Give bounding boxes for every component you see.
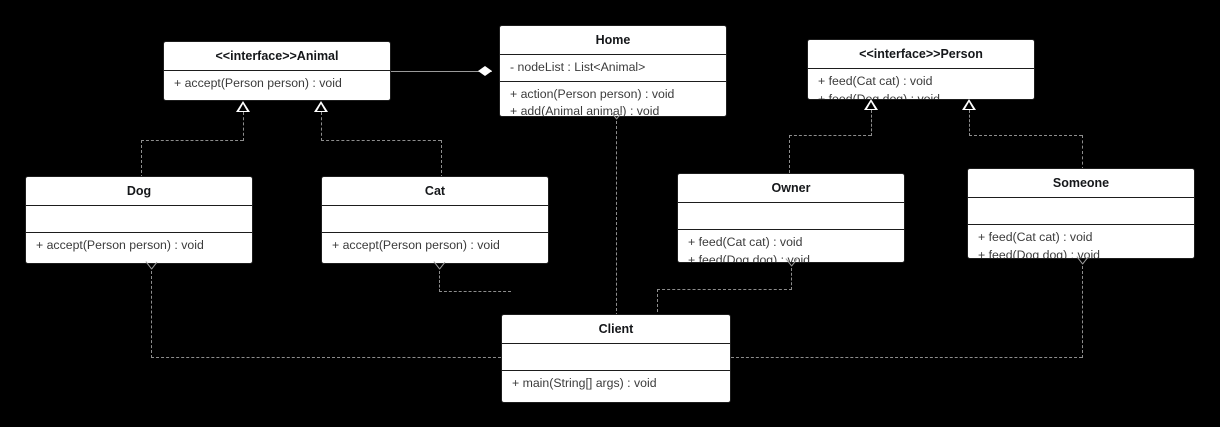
- edge-home-animal-aggregation: [391, 71, 492, 72]
- class-name-client: Client: [598, 322, 634, 336]
- class-methods-client: + main(String[] args) : void: [502, 371, 730, 396]
- class-member: + feed(Dog dog) : void: [688, 252, 811, 263]
- class-name-cat: Cat: [424, 184, 446, 198]
- class-member: + add(Animal animal) : void: [510, 104, 660, 117]
- class-member: + accept(Person person) : void: [332, 238, 500, 253]
- edge-cat-animal-h: [321, 140, 441, 141]
- class-attributes-owner: [678, 203, 904, 229]
- edge-someone-person-h: [969, 135, 1082, 136]
- class-member: + feed(Cat cat) : void: [818, 74, 933, 89]
- class-methods-dog: + accept(Person person) : void: [26, 233, 252, 258]
- edge-owner-person-v-up: [871, 110, 872, 136]
- edge-client-owner-h: [657, 289, 792, 290]
- class-methods-cat: + accept(Person person) : void: [322, 233, 548, 258]
- class-attributes-cat: [322, 206, 548, 232]
- class-methods-animal: + accept(Person person) : void: [164, 71, 390, 96]
- class-member: + feed(Cat cat) : void: [978, 230, 1093, 245]
- class-member: + feed(Dog dog) : void: [818, 91, 941, 100]
- class-member: + feed(Cat cat) : void: [688, 235, 803, 250]
- class-name-someone: Someone: [1052, 176, 1110, 190]
- edge-client-someone-v: [1082, 266, 1083, 358]
- edge-cat-animal-v-up: [321, 112, 322, 141]
- edge-client-cat-h: [439, 291, 511, 292]
- class-divider: [500, 80, 726, 82]
- class-member: + accept(Person person) : void: [36, 238, 204, 253]
- class-box-home[interactable]: Home - nodeList : List<Animal> + action(…: [499, 25, 727, 117]
- edge-client-owner-v-up: [791, 268, 792, 290]
- edge-owner-person-h: [789, 135, 871, 136]
- edge-client-someone-h: [731, 357, 1082, 358]
- class-divider: [26, 232, 252, 234]
- class-member: + feed(Dog dog) : void: [978, 247, 1101, 259]
- class-attributes-home: - nodeList : List<Animal>: [500, 55, 726, 80]
- class-divider: [968, 197, 1194, 199]
- edge-client-dog-h: [151, 357, 506, 358]
- edge-client-dog-v: [151, 271, 152, 358]
- class-attributes-dog: [26, 206, 252, 232]
- realization-arrowhead-someone-person: [962, 99, 976, 110]
- class-name-owner: Owner: [771, 181, 811, 195]
- class-box-someone[interactable]: Someone + feed(Cat cat) : void + feed(Do…: [967, 168, 1195, 259]
- class-divider: [502, 343, 730, 345]
- class-divider: [500, 54, 726, 56]
- realization-arrowhead-dog-animal: [236, 101, 250, 112]
- class-box-client[interactable]: Client + main(String[] args) : void: [501, 314, 731, 403]
- class-box-owner[interactable]: Owner + feed(Cat cat) : void + feed(Dog …: [677, 173, 905, 263]
- class-divider: [808, 68, 1034, 70]
- edge-client-cat-v: [439, 271, 440, 292]
- class-methods-someone: + feed(Cat cat) : void + feed(Dog dog) :…: [968, 225, 1194, 259]
- class-divider: [322, 205, 548, 207]
- class-divider: [968, 224, 1194, 226]
- class-member: - nodeList : List<Animal>: [510, 60, 646, 75]
- class-name-home: Home: [595, 33, 631, 47]
- class-attributes-someone: [968, 198, 1194, 224]
- class-methods-owner: + feed(Cat cat) : void + feed(Dog dog) :…: [678, 230, 904, 263]
- class-member: + accept(Person person) : void: [174, 76, 342, 91]
- edge-owner-person-v-left: [789, 135, 790, 173]
- class-methods-person: + feed(Cat cat) : void + feed(Dog dog) :…: [808, 69, 1034, 100]
- class-divider: [26, 205, 252, 207]
- class-divider: [322, 232, 548, 234]
- class-attributes-client: [502, 344, 730, 370]
- edge-dog-animal-v-left: [141, 140, 142, 178]
- class-box-cat[interactable]: Cat + accept(Person person) : void: [321, 176, 549, 264]
- class-name-person: <<interface>>Person: [859, 47, 983, 61]
- class-name-dog: Dog: [126, 184, 152, 198]
- class-box-person[interactable]: <<interface>>Person + feed(Cat cat) : vo…: [807, 39, 1035, 100]
- class-methods-home: + action(Person person) : void + add(Ani…: [500, 82, 726, 117]
- class-divider: [678, 202, 904, 204]
- edge-cat-animal-v-right: [441, 140, 442, 178]
- class-member: + main(String[] args) : void: [512, 376, 657, 391]
- aggregation-diamond-home: [478, 66, 492, 76]
- realization-arrowhead-owner-person: [864, 99, 878, 110]
- class-member: + action(Person person) : void: [510, 86, 675, 101]
- class-divider: [502, 370, 730, 372]
- class-box-dog[interactable]: Dog + accept(Person person) : void: [25, 176, 253, 264]
- edge-dog-animal-h: [141, 140, 243, 141]
- class-divider: [164, 70, 390, 72]
- edge-client-owner-v-left: [657, 289, 658, 317]
- realization-arrowhead-cat-animal: [314, 101, 328, 112]
- class-name-animal: <<interface>>Animal: [215, 49, 339, 63]
- edge-someone-person-v-right: [1082, 135, 1083, 170]
- edge-someone-person-v-up: [969, 110, 970, 136]
- class-box-animal[interactable]: <<interface>>Animal + accept(Person pers…: [163, 41, 391, 101]
- class-divider: [678, 229, 904, 231]
- edge-dog-animal-v-up: [243, 112, 244, 141]
- edge-client-home-v: [616, 121, 617, 316]
